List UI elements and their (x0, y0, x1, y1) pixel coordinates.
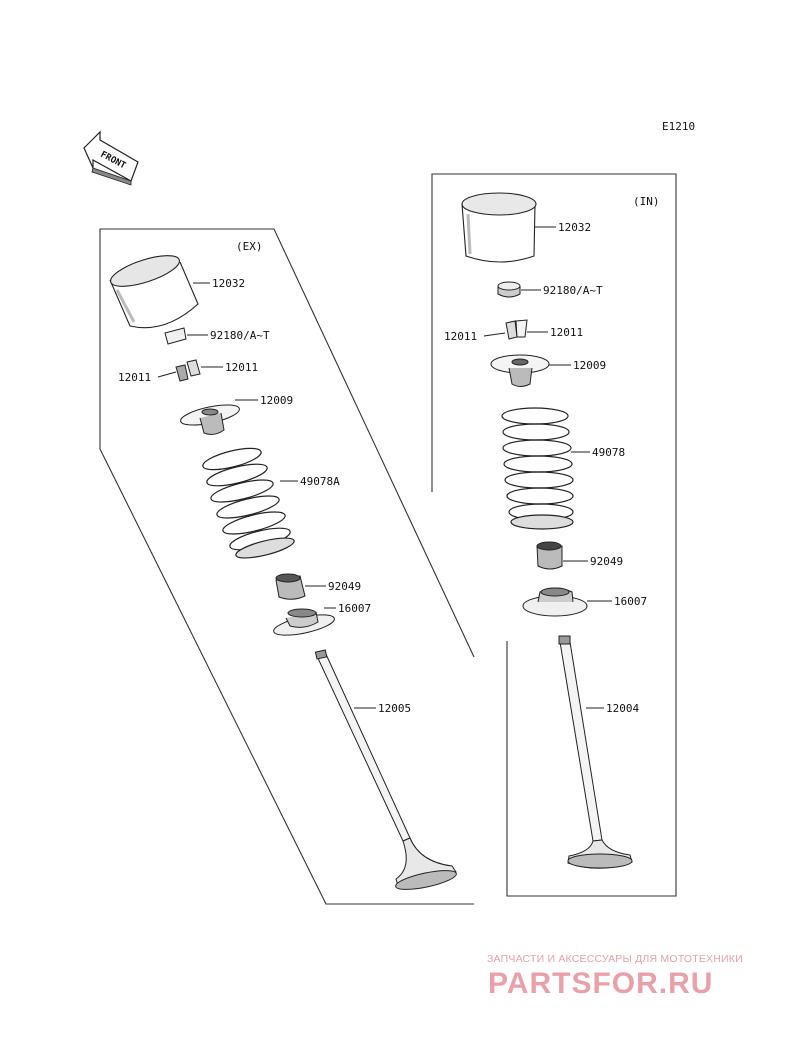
watermark-brand: PARTSFOR.RU (488, 967, 713, 1000)
in-stem-seal (536, 541, 563, 570)
ex-shim (164, 327, 187, 345)
in-label-retainer: 12009 (573, 359, 606, 372)
in-label-spring: 49078 (592, 446, 625, 459)
in-valve (558, 635, 633, 869)
in-label-cotter-left: 12011 (444, 330, 477, 343)
ex-label-bucket: 12032 (212, 277, 245, 290)
in-retainer (490, 354, 550, 387)
ex-valve (314, 649, 457, 890)
in-label-cotter-right: 12011 (550, 326, 583, 339)
ex-label-seat: 16007 (338, 602, 371, 615)
ex-label-retainer: 12009 (260, 394, 293, 407)
in-label-seal: 92049 (590, 555, 623, 568)
in-bucket-tappet (461, 192, 537, 263)
in-label-valve: 12004 (606, 702, 639, 715)
ex-bucket-tappet (109, 255, 199, 329)
diagram-code: E1210 (662, 120, 695, 133)
in-group-outline (431, 173, 677, 897)
watermark-subtitle: ЗАПЧАСТИ И АКСЕССУАРЫ ДЛЯ МОТОТЕХНИКИ (487, 953, 743, 965)
ex-label-spring: 49078A (300, 475, 340, 488)
ex-stem-seal (275, 573, 306, 600)
ex-spring-seat (273, 608, 335, 636)
in-spring-seat (522, 587, 588, 617)
ex-label-shim: 92180/A~T (210, 329, 270, 342)
in-group-title: (IN) (633, 195, 660, 208)
in-label-bucket: 12032 (558, 221, 591, 234)
ex-retainer (180, 404, 240, 435)
ex-label-cotter-left: 12011 (118, 371, 151, 384)
front-arrow-icon: FRONT (83, 130, 139, 186)
in-label-seat: 16007 (614, 595, 647, 608)
in-label-shim: 92180/A~T (543, 284, 603, 297)
in-cotters (505, 319, 528, 340)
in-valve-spring (501, 407, 574, 530)
ex-group-title: (EX) (236, 240, 263, 253)
in-shim (497, 281, 521, 298)
ex-label-seal: 92049 (328, 580, 361, 593)
ex-valve-spring (202, 447, 295, 559)
ex-cotters (175, 359, 201, 382)
ex-label-cotter-right: 12011 (225, 361, 258, 374)
ex-group-outline (99, 228, 475, 905)
ex-label-valve: 12005 (378, 702, 411, 715)
